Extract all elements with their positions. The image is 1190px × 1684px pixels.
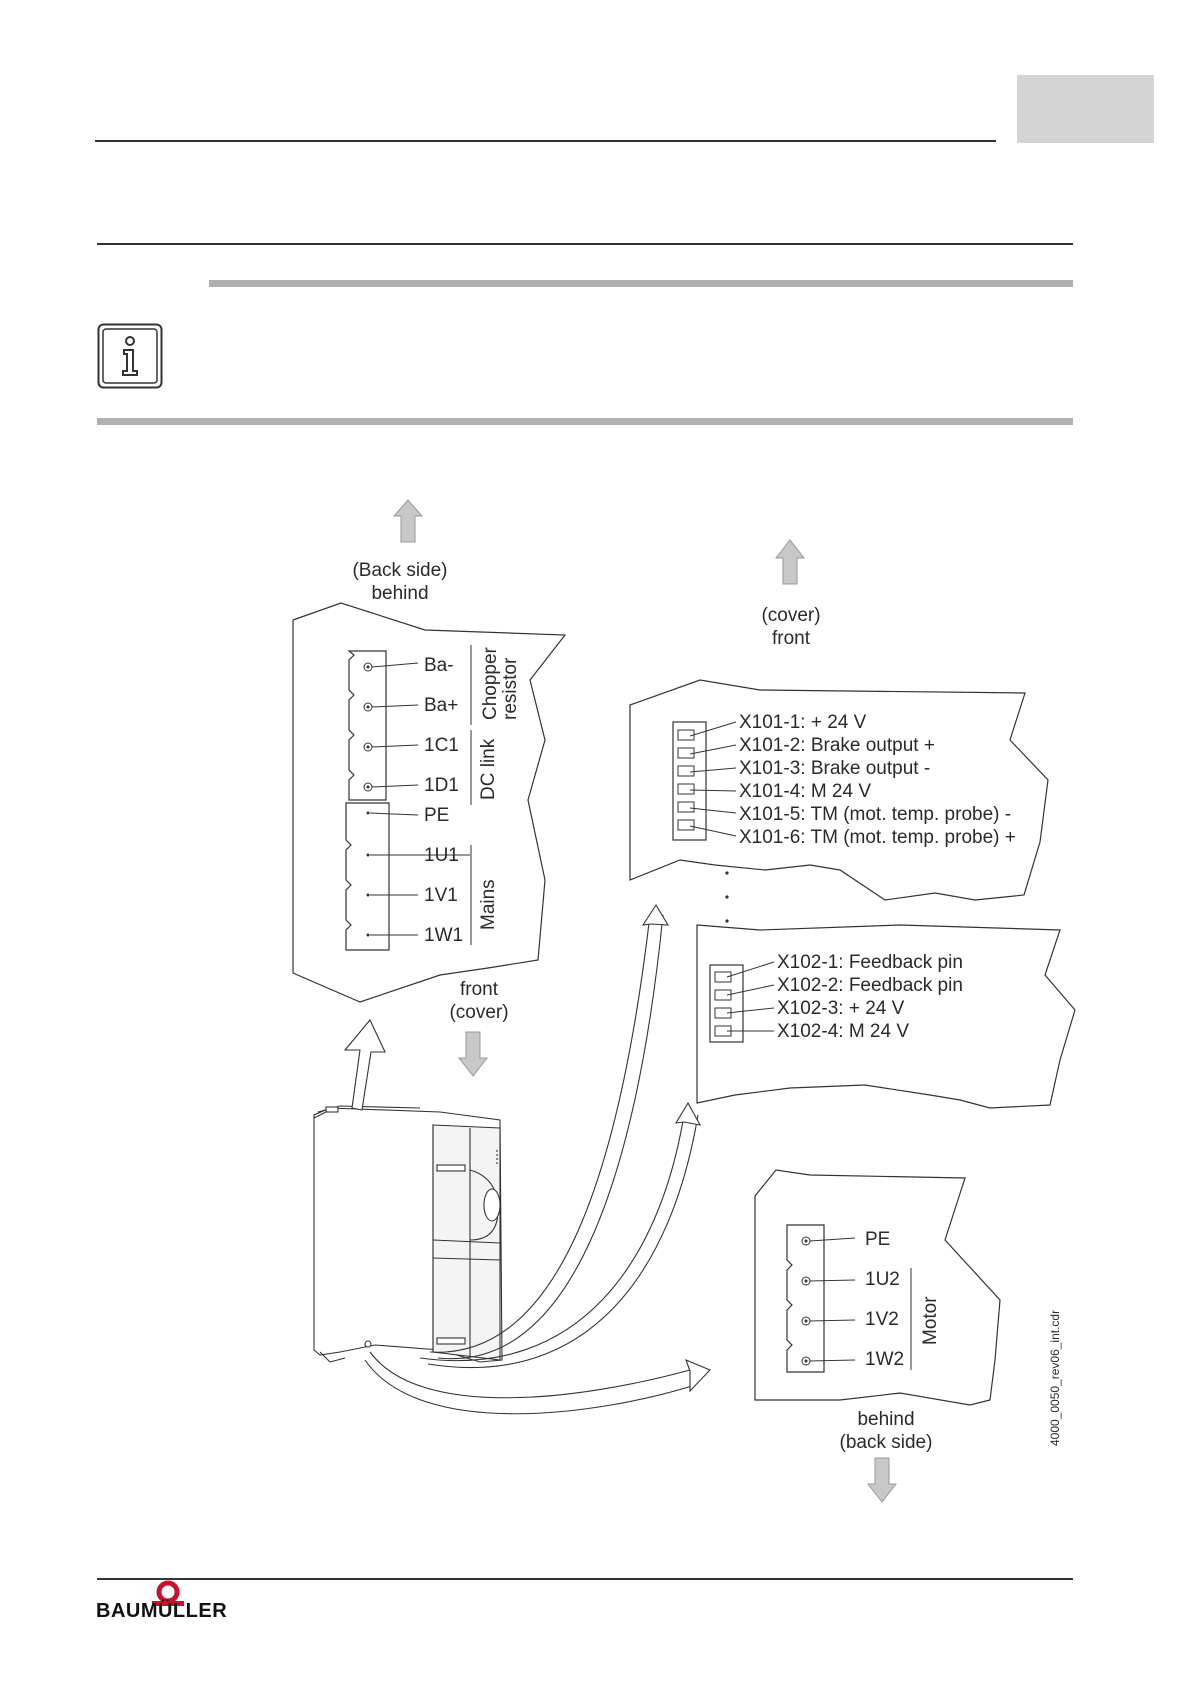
terminal-block-dc: [347, 650, 387, 801]
group-mains: Mains: [478, 879, 499, 930]
note-top-bar: [209, 280, 1073, 287]
terminal-1u2: 1U2: [865, 1269, 900, 1290]
arrow-down-back-side: [866, 1457, 898, 1503]
group-dclink: DC link: [478, 738, 499, 800]
x101-leaders: [689, 721, 737, 837]
connector-x102: [709, 964, 744, 1043]
terminal-1w2: 1W2: [865, 1349, 904, 1370]
curved-arrows: [364, 903, 711, 1415]
x101-1: X101-1: + 24 V: [739, 712, 867, 733]
connector-x101: [672, 721, 707, 841]
x102-leaders: [726, 961, 775, 1032]
drive-unit: [313, 1105, 503, 1363]
terminal-1v1: 1V1: [424, 885, 458, 906]
arrow-unit-to-mains: [343, 1018, 386, 1111]
x101-2: X101-2: Brake output +: [739, 735, 935, 756]
note-bottom-bar: [97, 418, 1073, 425]
terminal-block-motor: [786, 1224, 825, 1373]
info-icon: [97, 323, 163, 389]
header-rule: [95, 140, 996, 142]
drawing-reference: 4000_0050_rev06_int.cdr: [1048, 1310, 1062, 1446]
terminal-1u1: 1U1: [424, 845, 459, 866]
x102-4: X102-4: M 24 V: [777, 1021, 909, 1042]
x101-5: X101-5: TM (mot. temp. probe) -: [739, 804, 1011, 825]
baumueller-logo-icon: [152, 1580, 184, 1606]
group-chopper: Chopper: [480, 646, 501, 720]
label-behind-bottom: behind: [857, 1409, 914, 1430]
panel-x101-outline: [629, 679, 1049, 901]
footer-rule: [97, 1578, 1073, 1580]
section-rule: [97, 243, 1073, 245]
terminal-1c1: 1C1: [424, 735, 459, 756]
x101-4: X101-4: M 24 V: [739, 781, 871, 802]
label-cover: (cover): [449, 1002, 508, 1023]
label-back-side: (Back side): [352, 560, 447, 581]
terminal-1d1: 1D1: [424, 775, 459, 796]
x102-3: X102-3: + 24 V: [777, 998, 905, 1019]
terminal-leaders-left: [369, 645, 472, 945]
brand-name: BAUMÜLLER: [96, 1600, 228, 1622]
terminal-1v2: 1V2: [865, 1309, 899, 1330]
x101-6: X101-6: TM (mot. temp. probe) +: [739, 827, 1016, 848]
label-front: front: [460, 979, 499, 1000]
arrow-up-front: [774, 539, 806, 585]
x102-1: X102-1: Feedback pin: [777, 952, 963, 973]
arrow-down-cover: [457, 1031, 489, 1077]
label-behind: behind: [371, 583, 428, 604]
terminal-pe-mains: PE: [424, 805, 449, 826]
terminal-1w1: 1W1: [424, 925, 463, 946]
x102-2: X102-2: Feedback pin: [777, 975, 963, 996]
group-resistor: resistor: [500, 657, 521, 720]
group-motor: Motor: [920, 1296, 941, 1345]
chapter-tab: [1017, 75, 1154, 143]
motor-leaders: [809, 1237, 912, 1370]
label-cover-right: (cover): [761, 605, 820, 626]
terminal-pe-motor: PE: [865, 1229, 890, 1250]
arrow-up-back-side: [392, 499, 424, 543]
label-front-right: front: [772, 628, 811, 649]
panel-x102-outline: [696, 924, 1076, 1109]
x101-3: X101-3: Brake output -: [739, 758, 930, 779]
terminal-block-mains: [345, 802, 390, 951]
terminal-ba-plus: Ba+: [424, 695, 458, 716]
label-back-side-bottom: (back side): [840, 1432, 933, 1453]
terminal-ba-minus: Ba-: [424, 655, 454, 676]
